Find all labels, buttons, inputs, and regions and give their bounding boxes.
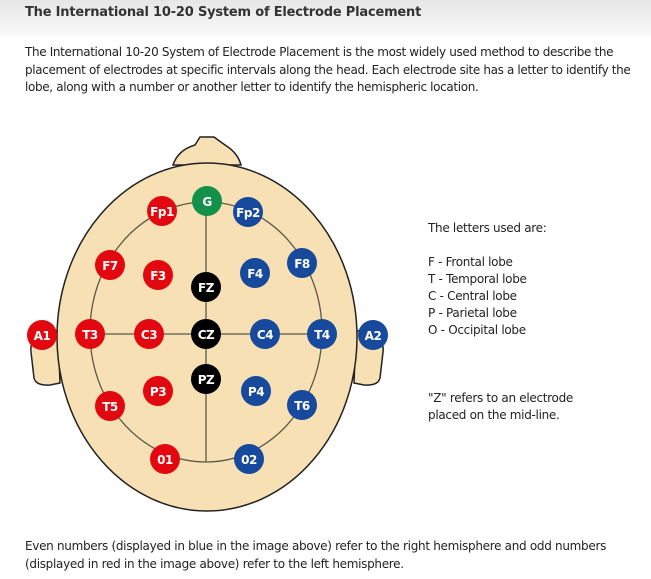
legend-heading: The letters used are:: [428, 221, 547, 235]
electrode-02: 02: [234, 444, 264, 474]
legend-item-frontal: F - Frontal lobe: [428, 255, 513, 269]
electrode-label: T5: [102, 400, 118, 414]
electrode-a2: A2: [358, 320, 388, 350]
electrode-t6: T6: [287, 390, 317, 420]
electrode-label: T6: [294, 399, 310, 413]
electrode-marker: [191, 364, 221, 394]
legend-item-temporal: T - Temporal lobe: [428, 272, 527, 286]
electrode-t4: T4: [307, 319, 337, 349]
footer-line-1: Even numbers (displayed in blue in the i…: [25, 539, 607, 553]
electrode-a1: A1: [27, 320, 57, 350]
electrode-marker: [250, 319, 280, 349]
electrode-marker: [134, 319, 164, 349]
electrode-marker: [233, 197, 263, 227]
electrode-marker: [234, 444, 264, 474]
electrode-marker: [240, 258, 270, 288]
electrode-label: F8: [294, 257, 310, 271]
electrode-label: CZ: [198, 328, 215, 342]
electrode-t5: T5: [95, 391, 125, 421]
electrode-label: F4: [247, 267, 263, 281]
electrode-label: Fp2: [236, 206, 260, 220]
page-title: The International 10-20 System of Electr…: [25, 5, 422, 20]
electrode-p4: P4: [241, 376, 271, 406]
electrode-marker: [95, 391, 125, 421]
z-note-line-2: placed on the mid-line.: [428, 408, 560, 422]
electrode-label: P4: [248, 385, 264, 399]
electrode-marker: [287, 390, 317, 420]
legend-item-parietal: P - Parietal lobe: [428, 306, 517, 320]
electrode-g: G: [192, 186, 222, 216]
electrode-marker: [143, 260, 173, 290]
electrode-marker: [143, 376, 173, 406]
electrode-p3: P3: [143, 376, 173, 406]
electrode-label: T3: [82, 328, 98, 342]
electrode-label: PZ: [198, 373, 215, 387]
electrode-label: P3: [150, 385, 166, 399]
intro-paragraph: The International 10-20 System of Electr…: [25, 45, 631, 94]
electrode-c3: C3: [134, 319, 164, 349]
electrode-label: 02: [241, 453, 257, 467]
electrode-marker: [150, 444, 180, 474]
electrode-cz: CZ: [191, 319, 221, 349]
electrode-c4: C4: [250, 319, 280, 349]
electrode-t3: T3: [75, 319, 105, 349]
electrode-fz: FZ: [191, 272, 221, 302]
footer-line-2: (displayed in red in the image above) re…: [25, 557, 404, 571]
electrode-marker: [307, 319, 337, 349]
electrode-marker: [358, 320, 388, 350]
electrode-marker: [147, 196, 177, 226]
z-note-line-1: "Z" refers to an electrode: [428, 391, 573, 405]
electrode-label: C3: [141, 328, 157, 342]
electrode-f3: F3: [143, 260, 173, 290]
electrode-label: FZ: [198, 281, 215, 295]
electrode-label: G: [202, 195, 211, 209]
electrode-marker: [95, 250, 125, 280]
electrode-f7: F7: [95, 250, 125, 280]
electrode-marker: [241, 376, 271, 406]
electrode-label: C4: [257, 328, 273, 342]
electrode-fp2: Fp2: [233, 197, 263, 227]
electrode-label: A1: [34, 329, 51, 343]
electrode-f8: F8: [287, 248, 317, 278]
electrode-label: 01: [157, 453, 173, 467]
electrode-marker: [191, 272, 221, 302]
electrode-marker: [75, 319, 105, 349]
electrode-marker: [287, 248, 317, 278]
electrode-label: T4: [314, 328, 330, 342]
electrode-marker: [191, 319, 221, 349]
legend-item-central: C - Central lobe: [428, 289, 517, 303]
electrode-label: Fp1: [150, 205, 174, 219]
electrode-f4: F4: [240, 258, 270, 288]
electrode-pz: PZ: [191, 364, 221, 394]
electrode-label: F7: [102, 259, 118, 273]
electrode-marker: [27, 320, 57, 350]
electrode-marker: [192, 186, 222, 216]
legend-item-occipital: O - Occipital lobe: [428, 323, 526, 337]
nose: [171, 136, 242, 166]
electrode-fp1: Fp1: [147, 196, 177, 226]
electrode-01: 01: [150, 444, 180, 474]
header-bar: [0, 0, 651, 36]
electrode-label: F3: [150, 269, 166, 283]
electrode-label: A2: [365, 329, 382, 343]
